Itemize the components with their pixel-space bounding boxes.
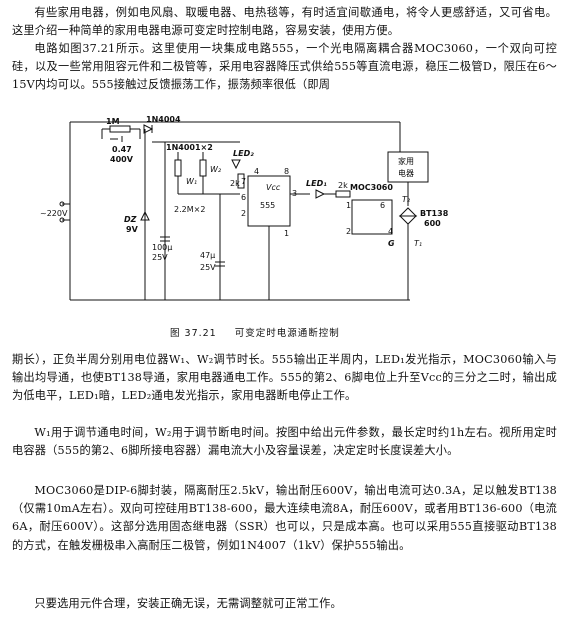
mains-label: ~220V — [40, 209, 68, 218]
figure-caption: 图 37.21 可变定时电源通断控制 — [170, 325, 354, 339]
diode-1n4004 — [143, 124, 154, 134]
triac-bt138-lower — [398, 215, 418, 225]
paragraph-circuit: 电路如图37.21所示。这里使用一块集成电路555，一个光电隔离耦合器MOC30… — [12, 42, 557, 92]
resistor-r2 — [335, 190, 351, 198]
resistor-r3 — [237, 173, 245, 189]
triac-bt138 — [398, 207, 418, 217]
pin-6: 6 — [241, 193, 246, 202]
cap-c2-voltage: 25V — [152, 253, 168, 262]
diodes-label: 1N4001×2 — [166, 143, 213, 152]
optocoupler-moc3060 — [351, 199, 393, 235]
pin-2: 2 — [241, 209, 246, 218]
resistor-r2-label: 2k — [338, 181, 348, 190]
led1-symbol — [315, 189, 326, 199]
cap-c1-voltage: 400V — [110, 155, 134, 164]
paragraph-operation: 期长），正负半周分别用电位器W₁、W₂调节时长。555输出正半周内，LED₁发光… — [12, 353, 557, 403]
figure-title: 可变定时电源通断控制 — [234, 328, 340, 339]
cap-c2-value: 100μ — [152, 243, 172, 252]
paragraph-conclusion: 只要选用元件合理，安装正确无误，无需调整就可正常工作。 — [34, 597, 342, 610]
paragraph-moc: MOC3060是DIP-6脚封装，隔离耐压2.5kV，输出耐压600V，输出电流… — [12, 484, 557, 552]
triac-gate-label: G — [388, 239, 395, 248]
figure-number: 图 37.21 — [170, 328, 217, 339]
triac-sub-label: 600 — [424, 219, 441, 228]
paragraph-intro: 有些家用电器，例如电风扇、取暖电器、电热毯等，有时适宜间歇通电，将令人更感舒适，… — [12, 6, 557, 38]
moc-pin-4: 4 — [388, 227, 393, 236]
pin-7: 7 — [241, 177, 246, 186]
pin-1: 1 — [284, 229, 289, 238]
pot-w1 — [174, 159, 182, 177]
diode-1n4004-label: 1N4004 — [146, 115, 181, 124]
triac-label: BT138 — [420, 209, 449, 218]
moc-label: MOC3060 — [350, 183, 393, 192]
ic-555-label: 555 — [260, 201, 275, 210]
triac-t1-label: T₁ — [414, 239, 422, 248]
pot-w1-label: W₁ — [186, 177, 197, 186]
moc-pin-1: 1 — [346, 201, 351, 210]
resistor-r3-label: 2k — [230, 179, 240, 188]
resistor-1m-label: 1M — [106, 117, 120, 126]
ic-vcc-label: Vcc — [266, 183, 281, 192]
cap-c1-value: 0.47 — [112, 145, 132, 154]
zener-dz-label: DZ — [124, 215, 137, 224]
cap-c3-voltage: 25V — [200, 263, 216, 272]
cap-c3-value: 47μ — [200, 251, 215, 260]
paragraph-adjust: W₁用于调节通电时间，W₂用于调节断电时间。按图中给出元件参数，最长定时约1h左… — [12, 426, 557, 458]
resistor-1m — [109, 125, 131, 133]
led2-label: LED₂ — [233, 149, 254, 158]
triac-t2-label: T₂ — [402, 195, 411, 204]
moc-pin-2: 2 — [346, 227, 351, 236]
zener-dz — [140, 210, 150, 221]
pot-value-label: 2.2M×2 — [174, 205, 205, 214]
circuit-diagram: ~220V 1M 0.47 400V 1N4004 DZ 9V 100μ 25V… — [40, 115, 449, 301]
led2-symbol — [231, 159, 241, 170]
pin-4: 4 — [254, 167, 259, 176]
pin-8: 8 — [284, 167, 289, 176]
led1-label: LED₁ — [306, 179, 327, 188]
zener-dz-voltage: 9V — [126, 225, 139, 234]
moc-pin-6: 6 — [380, 201, 385, 210]
load-label-1: 家用 — [398, 156, 414, 166]
pot-w2 — [199, 159, 207, 177]
load-label-2: 电器 — [398, 168, 414, 178]
pot-w2-label: W₂ — [210, 165, 222, 174]
